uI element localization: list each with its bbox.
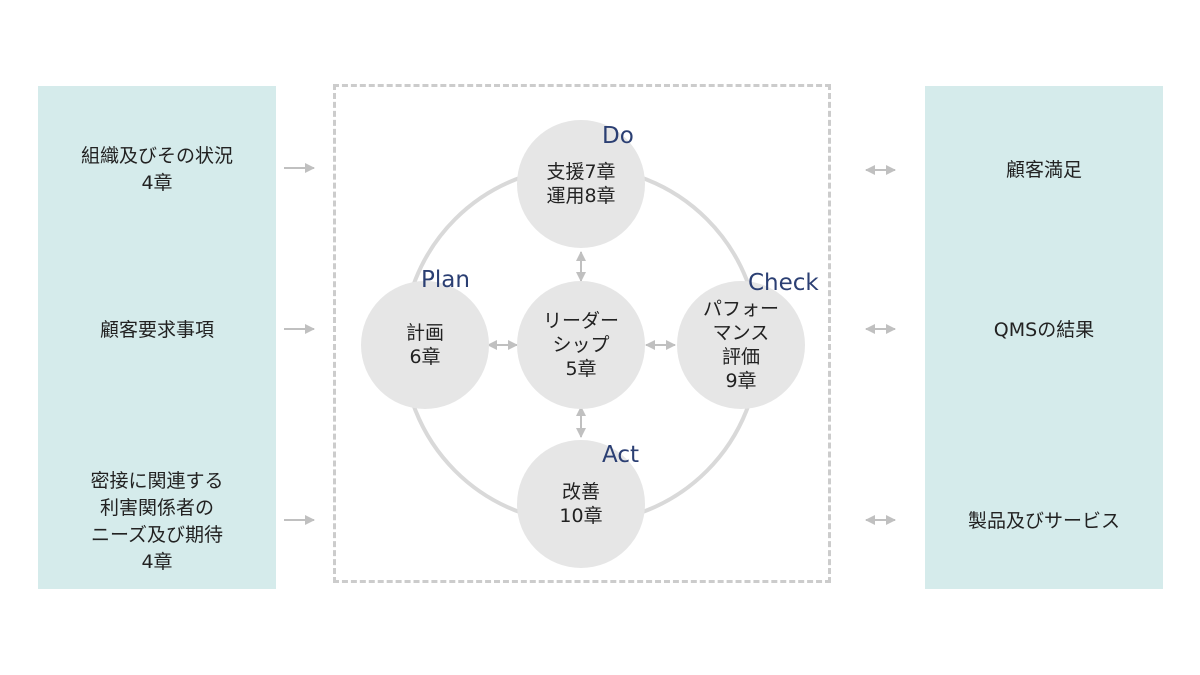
input-interested-parties: 密接に関連する 利害関係者の ニーズ及び期待 4章 (90, 470, 224, 573)
output-qms-results: QMSの結果 (993, 319, 1095, 341)
phase-label-do: Do (602, 123, 634, 149)
circle-support-operation: 支援7章 運用8章 (517, 120, 645, 248)
circle-leadership: リーダー シップ 5章 (517, 281, 645, 409)
qms-boundary-frame (333, 84, 831, 583)
phase-label-act: Act (602, 442, 639, 468)
circle-planning: 計画 6章 (361, 281, 489, 409)
input-org-context: 組織及びその状況 4章 (80, 145, 233, 194)
output-products-services: 製品及びサービス (967, 510, 1120, 532)
circle-improvement: 改善 10章 (517, 440, 645, 568)
phase-label-check: Check (748, 270, 819, 296)
right-output-panel: 顧客満足 QMSの結果 製品及びサービス (925, 86, 1163, 589)
output-customer-satisfaction: 顧客満足 (1005, 159, 1082, 181)
input-customer-requirements: 顧客要求事項 (99, 319, 214, 341)
left-input-panel: 組織及びその状況 4章 顧客要求事項 密接に関連する 利害関係者の ニーズ及び期… (38, 86, 276, 589)
phase-label-plan: Plan (421, 267, 470, 293)
circle-performance-evaluation: パフォー マンス 評価 9章 (677, 281, 805, 409)
